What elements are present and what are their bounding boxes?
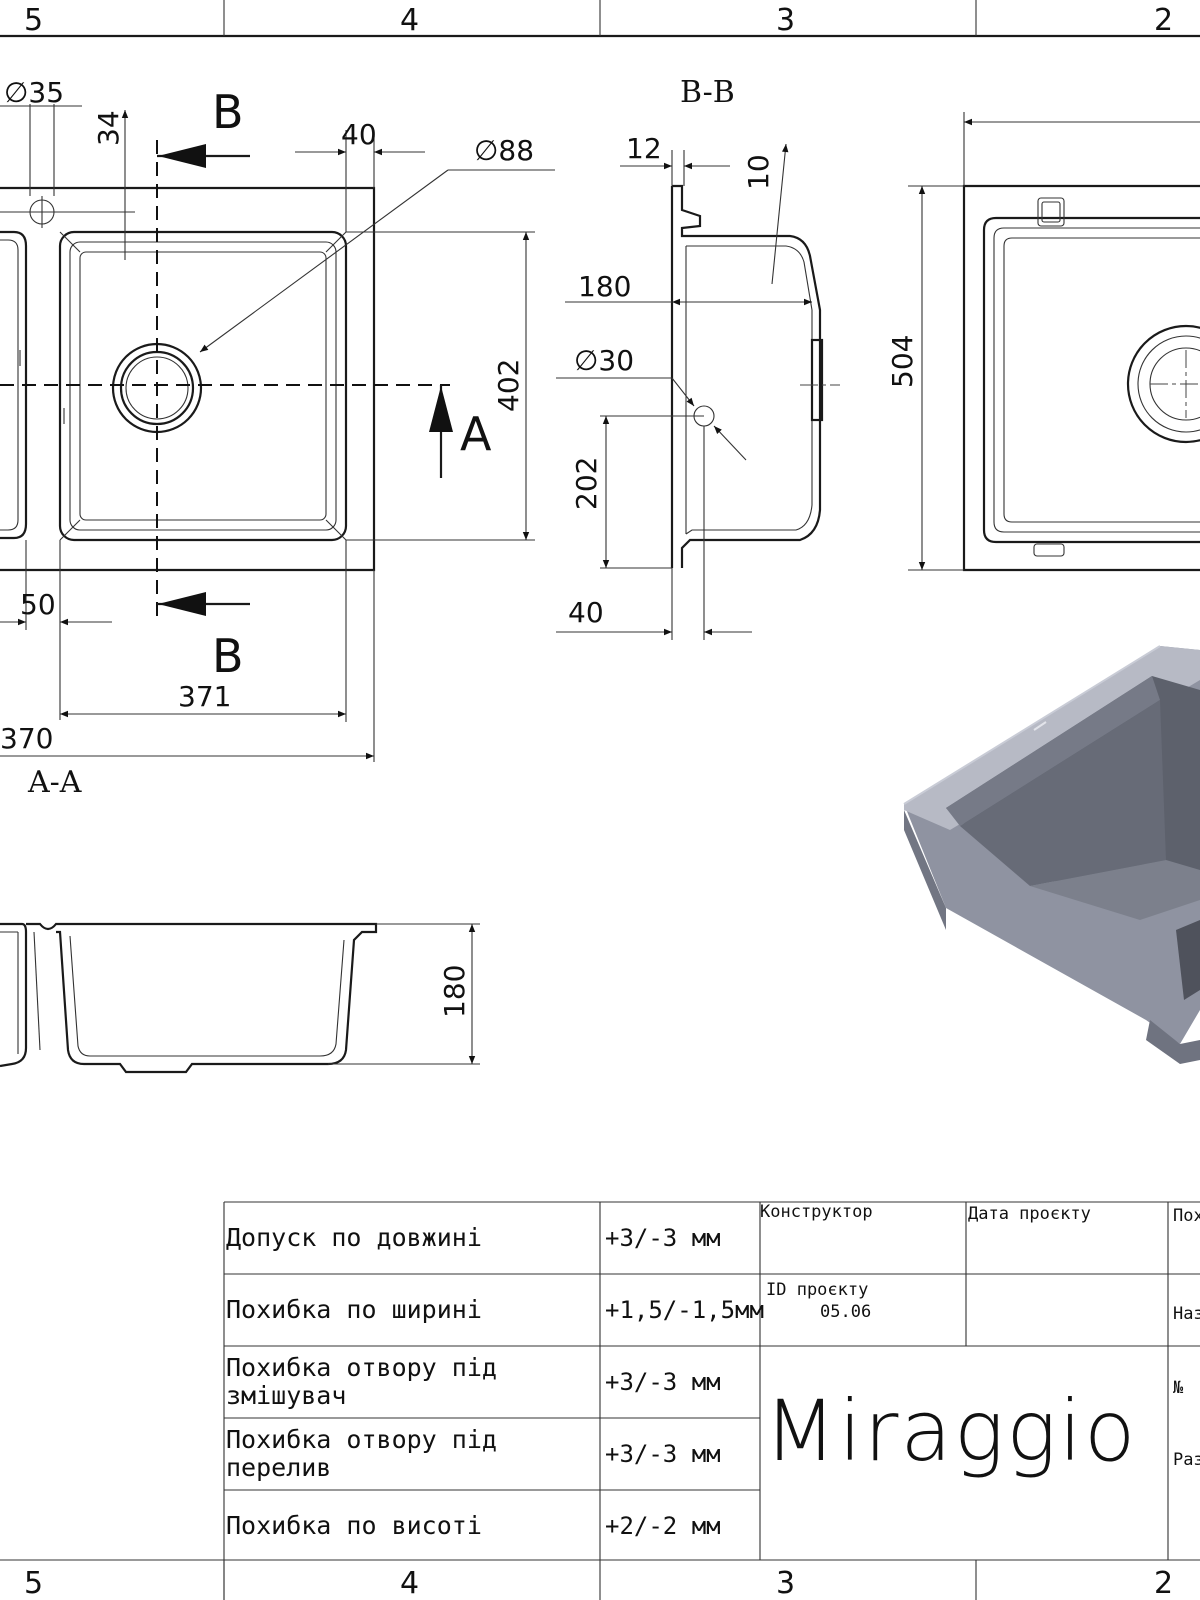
title-block: Допуск по довжині +3/-3 мм Похибка по ши…: [224, 1202, 1200, 1560]
dimension-label: 34: [92, 110, 125, 146]
edge-label: №: [1173, 1378, 1184, 1398]
zone-label: 3: [776, 1566, 795, 1600]
dimension-label: 40: [568, 596, 604, 629]
dimension-label: 50: [20, 588, 56, 621]
brand-logo: Miraggio: [764, 1382, 1138, 1480]
dimension-label: 180: [578, 270, 631, 303]
dimension-label: 202: [570, 457, 603, 510]
tolerance-value: +3/-3 мм: [605, 1368, 721, 1396]
zone-labels-bottom: 5 4 3 2: [24, 1566, 1173, 1600]
title-block-grid: [223, 1201, 1200, 1600]
section-marker-b-bottom: B: [212, 629, 244, 683]
project-date-label: Дата проєкту: [968, 1204, 1091, 1224]
tolerance-row: Похибка по висоті +2/-2 мм: [224, 1490, 721, 1562]
tolerance-label: Похибка по ширині: [226, 1295, 482, 1324]
dimension-label: ∅88: [474, 134, 534, 167]
dimension-label: 40: [341, 118, 377, 151]
project-id-label: ID проєкту: [766, 1280, 869, 1300]
tolerance-label: Похибка отвору під перелив: [226, 1425, 497, 1482]
tolerance-label: Похибка отвору під змішувач: [226, 1353, 497, 1410]
tolerance-label: Допуск по довжині: [226, 1223, 482, 1252]
zone-label: 5: [24, 3, 43, 38]
section-title-bb: B-B: [680, 75, 735, 110]
tolerance-row: Похибка отвору під перелив +3/-3 мм: [224, 1418, 721, 1490]
dimension-label: ∅35: [4, 76, 64, 109]
project-id-value: 05.06: [820, 1302, 872, 1322]
zone-label: 4: [400, 3, 419, 38]
dimension-label: 402: [492, 359, 525, 412]
edge-label: Пох: [1173, 1206, 1200, 1226]
zone-label: 2: [1154, 1566, 1173, 1600]
zone-label: 3: [776, 3, 795, 38]
tolerance-value: +1,5/-1,5мм: [605, 1296, 764, 1324]
section-bb-profile: [670, 184, 840, 568]
section-marker-a: A: [460, 407, 492, 461]
zone-label: 2: [1154, 3, 1173, 38]
edge-label: Наз: [1173, 1304, 1200, 1324]
dimension-label: ∅30: [574, 344, 634, 377]
side-view-dimensions: [908, 112, 1200, 571]
designer-label: Конструктор: [760, 1202, 873, 1222]
edge-label: Раз: [1173, 1450, 1200, 1470]
tolerance-row: Похибка по ширині +1,5/-1,5мм: [224, 1274, 764, 1346]
dimension-label: 504: [886, 335, 919, 388]
zone-label: 4: [400, 1566, 419, 1600]
zone-labels-top: 5 4 3 2: [24, 3, 1173, 38]
side-view: [962, 184, 1200, 572]
tolerance-value: +3/-3 мм: [605, 1224, 721, 1252]
dimension-label: 10: [742, 154, 775, 190]
sink-3d-render: [903, 645, 1200, 1064]
tolerance-label: Похибка по висоті: [226, 1511, 482, 1540]
dimension-label: 371: [178, 680, 231, 713]
top-view: [0, 140, 453, 620]
tolerance-value: +3/-3 мм: [605, 1440, 721, 1468]
section-aa-profile: [0, 922, 378, 1074]
section-aa-dimensions: [328, 923, 480, 1065]
section-title-aa: A-A: [27, 765, 82, 800]
tolerance-row: Допуск по довжині +3/-3 мм: [224, 1202, 721, 1274]
zone-label: 5: [24, 1566, 43, 1600]
dimension-label: 370: [0, 722, 53, 755]
top-view-dimensions: [0, 104, 555, 762]
tolerance-value: +2/-2 мм: [605, 1512, 721, 1540]
dimension-label: 180: [438, 965, 471, 1018]
dimension-label: 12: [626, 132, 662, 165]
section-marker-b-top: B: [212, 85, 244, 139]
tolerance-row: Похибка отвору під змішувач +3/-3 мм: [224, 1346, 721, 1418]
section-bb-dimensions: [556, 143, 812, 640]
